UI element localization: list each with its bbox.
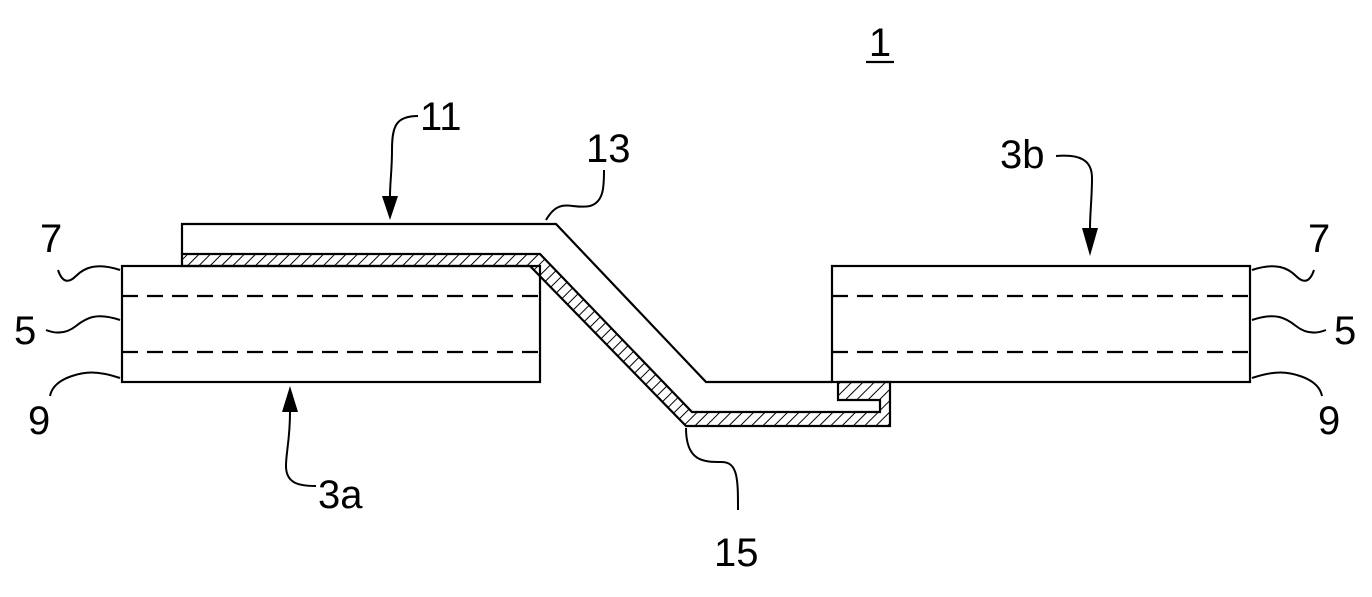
label-7-left: 7 [40,217,62,261]
leader-5-right [1252,316,1326,332]
left-layer-leaders: 7 5 9 [14,217,120,443]
connecting-member-11 [182,224,832,382]
leader-3a: 3a [282,386,363,517]
leader-15: 15 [686,428,759,575]
plate-3a [122,266,540,382]
arrow-3a-head [282,386,298,412]
label-5-left: 5 [14,309,36,353]
leader-3b: 3b [1000,133,1098,256]
leader-13: 13 [546,127,631,220]
label-3a: 3a [318,473,363,517]
label-9-left: 9 [28,399,50,443]
label-15: 15 [714,531,759,575]
figure-ref-label: 1 [869,21,891,65]
plate-3b [832,266,1250,382]
leader-9-left [50,373,120,397]
label-13: 13 [586,127,631,171]
label-9-right: 9 [1318,399,1340,443]
leader-7-right [1252,266,1314,281]
label-5-right: 5 [1334,309,1356,353]
label-3b: 3b [1000,133,1045,177]
leader-7-left [58,266,120,281]
right-layer-leaders: 7 5 9 [1252,217,1356,443]
arrow-3b-head [1082,228,1098,256]
plate-3a-outline [122,266,540,382]
plate-3b-outline [832,266,1250,382]
label-11: 11 [420,95,462,139]
leader-11: 11 [382,95,462,220]
arrow-11-head [382,196,398,220]
label-7-right: 7 [1308,217,1330,261]
leader-9-right [1252,373,1322,397]
leader-5-left [46,316,120,332]
